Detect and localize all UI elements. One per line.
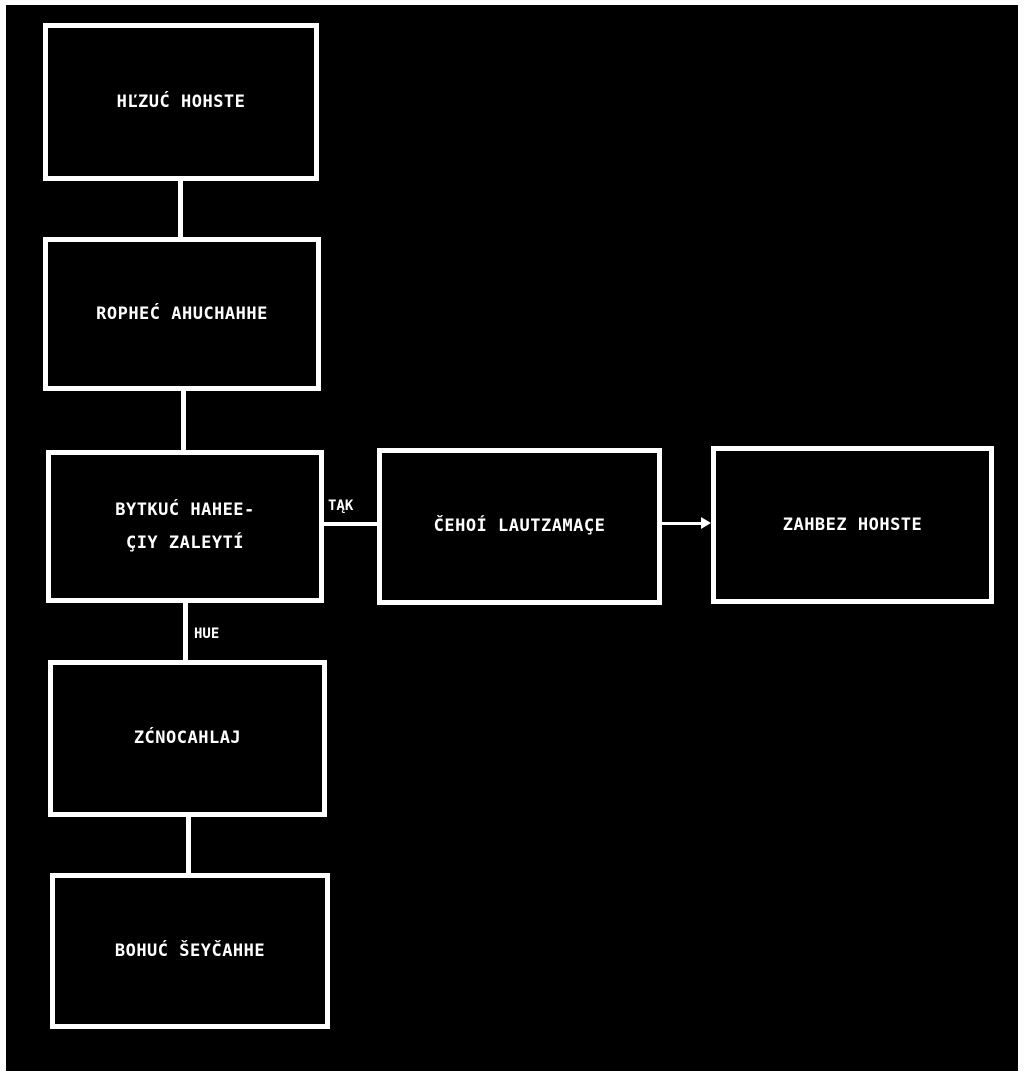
flow-node-1: HĽZUĆ HOHSTE <box>43 23 319 181</box>
connector-6-7 <box>186 817 191 873</box>
flow-node-6: ZĆNOCAHLAJ <box>48 660 327 817</box>
edge-label-yes: TĄK <box>328 498 354 514</box>
flow-node-decision: BYTKUĆ HAHEE- ÇIY ZALEYTÍ <box>46 450 324 603</box>
connector-2-3 <box>181 391 186 450</box>
flow-node-7: BOHUĆ ŠEYČAHHE <box>50 873 330 1029</box>
flow-node-4: ČEHOÍ LAUTZAMAÇE <box>377 448 662 605</box>
connector-1-2 <box>178 181 183 237</box>
connector-3-6 <box>183 603 188 660</box>
connector-3-4 <box>324 522 377 526</box>
flowchart-canvas: HĽZUĆ HOHSTE ROPHEĆ AHUCHAHHE BYTKUĆ HAH… <box>6 5 1018 1071</box>
flow-node-5: ZAHBEZ HOHSTE <box>711 446 994 604</box>
connector-4-5 <box>662 522 702 525</box>
arrowhead-4-5 <box>701 517 711 529</box>
flow-node-2: ROPHEĆ AHUCHAHHE <box>43 237 321 391</box>
edge-label-no: HUE <box>194 626 220 642</box>
